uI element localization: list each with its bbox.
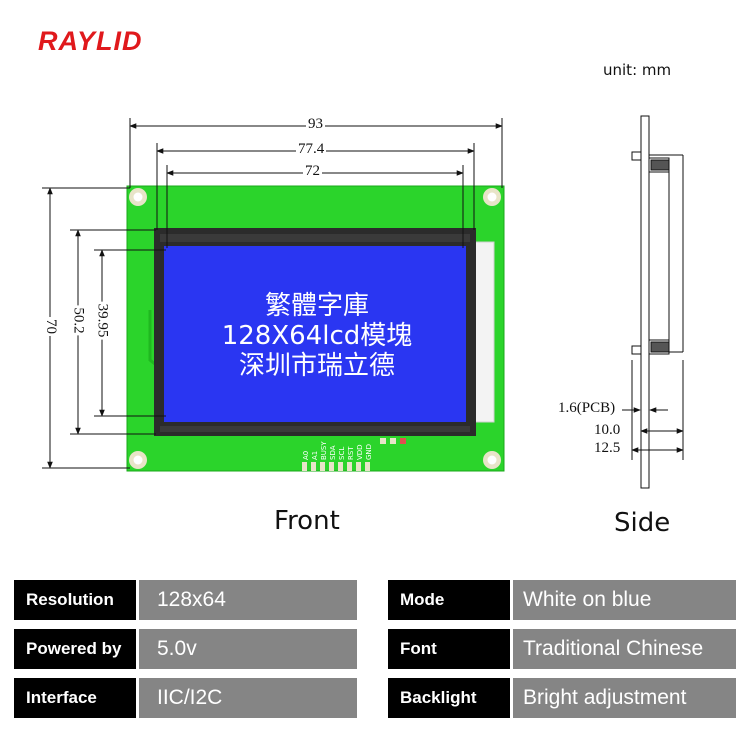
lcd-screen bbox=[164, 246, 466, 422]
caption-side: Side bbox=[614, 508, 671, 538]
pin-label-gnd: GND bbox=[365, 443, 373, 460]
spec-label-interface: Interface bbox=[14, 678, 136, 718]
spec-value-powered: 5.0v bbox=[139, 629, 357, 669]
spec-label-powered: Powered by bbox=[14, 629, 136, 669]
pin-label-a1: A1 bbox=[311, 450, 319, 460]
dim-height-frame: 50.2 bbox=[69, 305, 87, 336]
lcd-line-3: 深圳市瑞立德 bbox=[238, 351, 395, 381]
dim-depth-total: 12.5 bbox=[594, 440, 621, 457]
dim-height-overall: 70 bbox=[42, 317, 59, 336]
pin-label-a0: A0 bbox=[302, 450, 310, 460]
dim-depth-module: 10.0 bbox=[594, 422, 621, 439]
unit-label: unit: mm bbox=[603, 61, 672, 79]
spec-value-backlight: Bright adjustment bbox=[513, 678, 736, 718]
pin-header bbox=[302, 438, 406, 471]
spec-label-resolution: Resolution bbox=[14, 580, 136, 620]
dim-width-frame: 77.4 bbox=[296, 141, 327, 158]
spec-value-interface: IIC/I2C bbox=[139, 678, 357, 718]
spec-value-font: Traditional Chinese bbox=[513, 629, 736, 669]
dim-width-view: 72 bbox=[303, 163, 322, 180]
front-drawing bbox=[42, 115, 684, 489]
brand-logo: RAYLID bbox=[38, 26, 143, 56]
spec-label-mode: Mode bbox=[388, 580, 510, 620]
spec-value-resolution: 128x64 bbox=[139, 580, 357, 620]
dim-height-view: 39.95 bbox=[93, 301, 111, 340]
pin-label-rst: RST bbox=[347, 446, 355, 460]
pin-label-sda: SDA bbox=[329, 445, 337, 461]
pin-label-busy: BUSY bbox=[320, 441, 328, 460]
spec-label-font: Font bbox=[388, 629, 510, 669]
lcd-line-1: 繁體字庫 bbox=[264, 291, 369, 321]
backlight-tab bbox=[473, 241, 495, 423]
pin-label-scl: SCL bbox=[338, 446, 346, 460]
spec-label-backlight: Backlight bbox=[388, 678, 510, 718]
caption-front: Front bbox=[274, 506, 340, 536]
pin-label-vdd: VDD bbox=[356, 444, 364, 460]
spec-value-mode: White on blue bbox=[513, 580, 736, 620]
mounting-holes bbox=[129, 188, 501, 469]
dim-pcb-thickness: 1.6(PCB) bbox=[558, 400, 616, 417]
lcd-line-2: 128X64lcd模塊 bbox=[221, 321, 413, 351]
side-drawing bbox=[622, 115, 684, 489]
dim-width-overall: 93 bbox=[306, 116, 325, 133]
